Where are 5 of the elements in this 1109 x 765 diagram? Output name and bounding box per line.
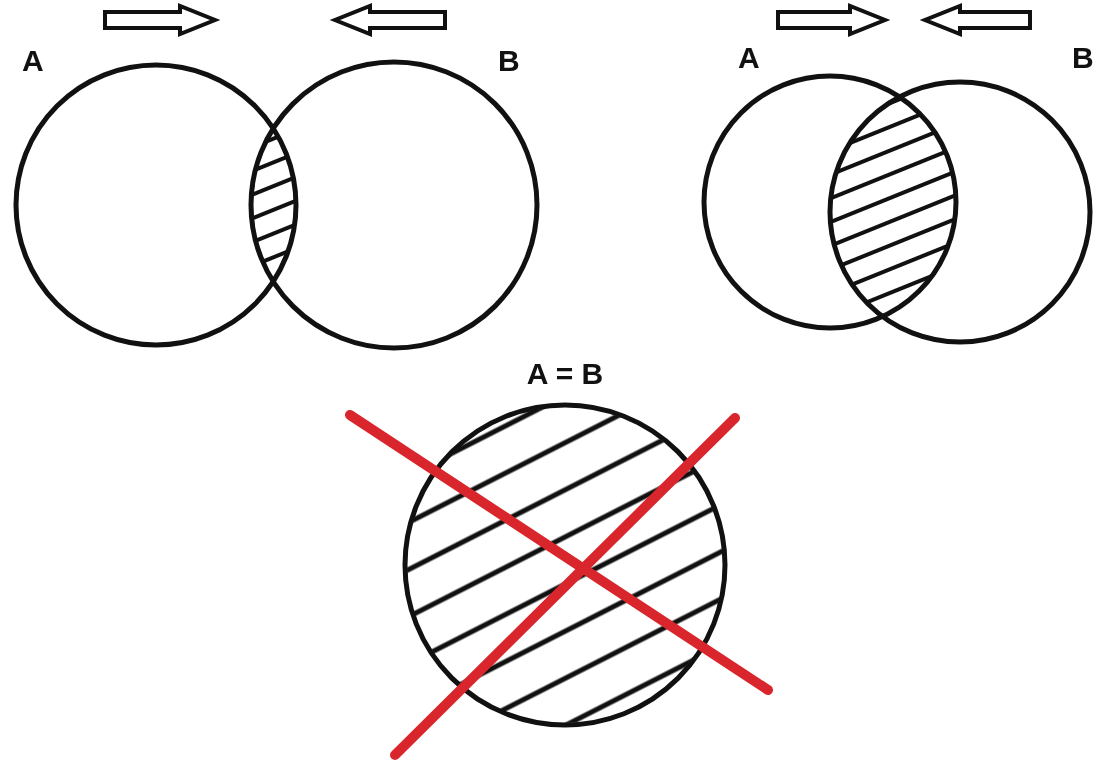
equation-label: A = B [526, 358, 604, 390]
set-label: B [498, 45, 520, 77]
set-label: A [22, 45, 44, 77]
set-label: A [738, 42, 760, 74]
set-label: B [1072, 42, 1094, 74]
